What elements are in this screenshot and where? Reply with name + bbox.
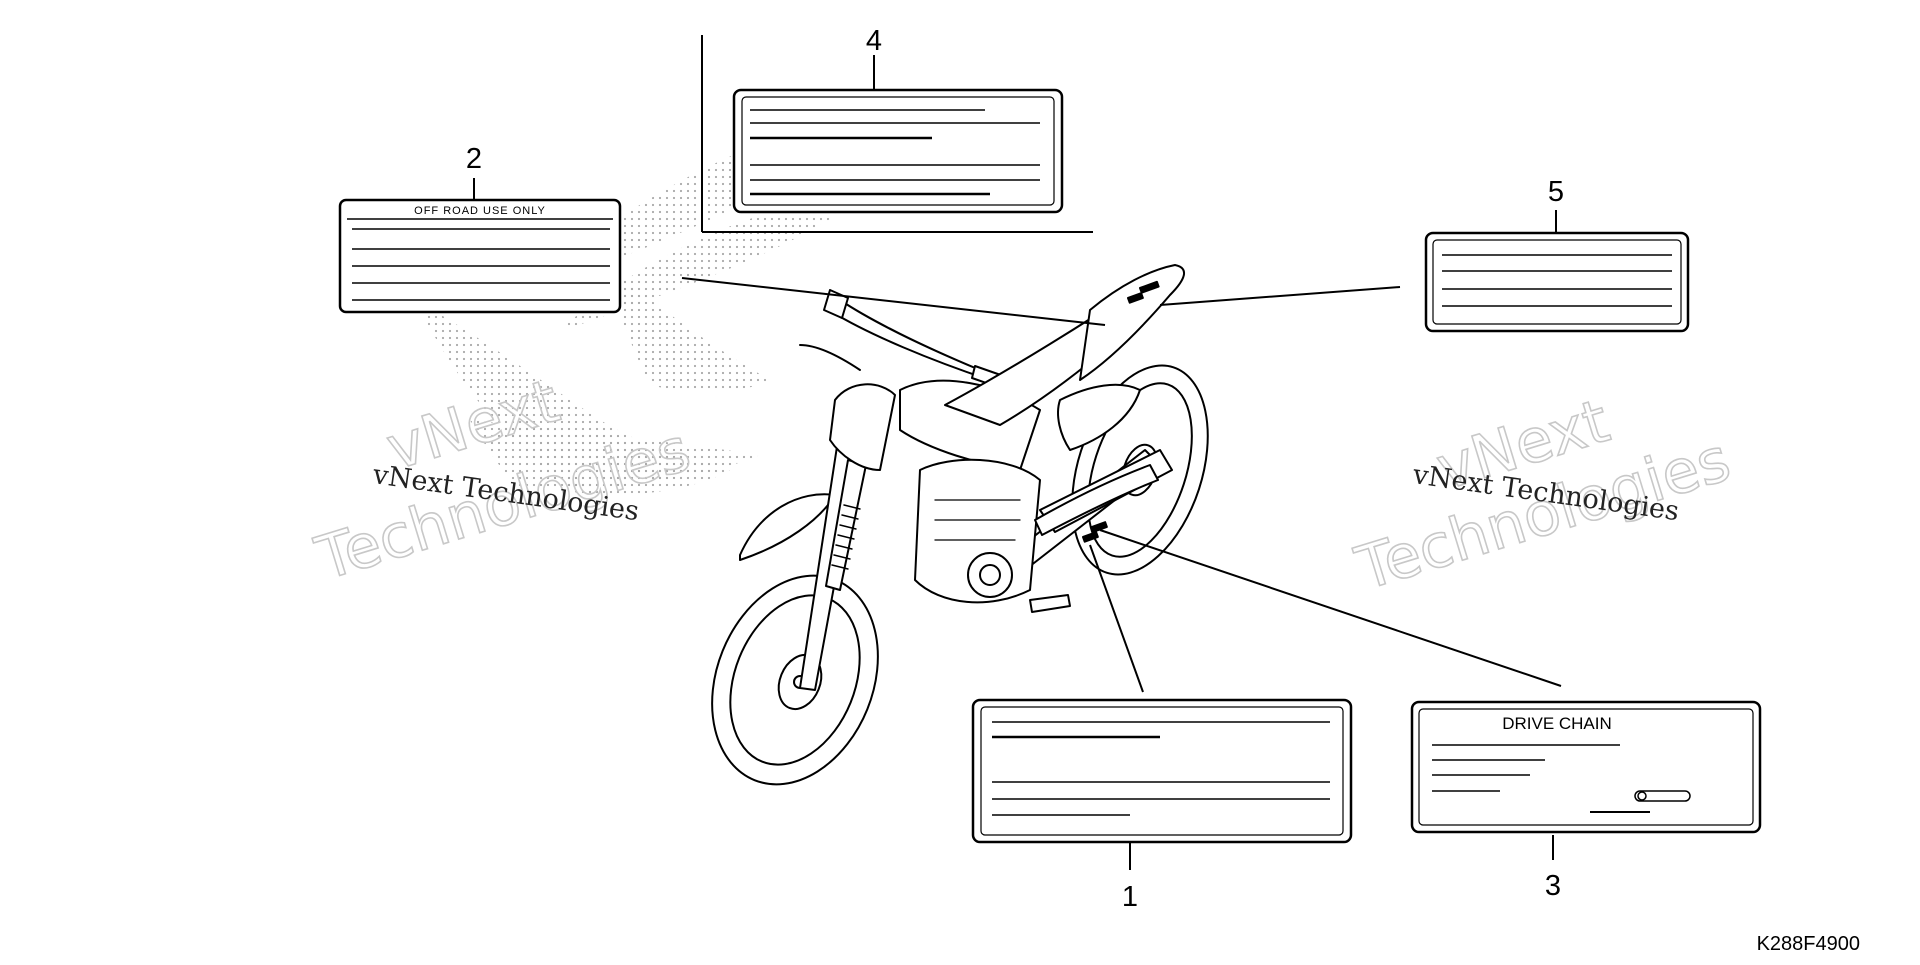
callout-numbers: 1 2 3 4 5 [466,25,1564,913]
motorcycle-illustration [711,264,1209,786]
callout-4: 4 [866,25,882,57]
front-wheel [711,574,879,786]
callout-1: 1 [1122,881,1138,913]
side-cover [1057,383,1141,451]
figure-code: K288F4900 [1757,933,1860,955]
footpeg [1029,594,1071,613]
label-1 [971,698,1353,844]
exhaust [1034,464,1159,536]
leader-lines [473,55,1562,870]
watermark-right: vNext Technologies vNext Technologies [1347,385,1739,605]
label-5 [1424,231,1690,333]
front-number-plate [829,383,896,471]
label-4 [732,88,1064,214]
label-2-off-road-use-only: OFF ROAD USE ONLY [338,198,622,314]
label-2-heading: OFF ROAD USE ONLY [414,205,546,217]
callout-3: 3 [1545,870,1561,902]
callout-2: 2 [466,143,482,175]
chain-adjuster-icon [1634,790,1691,802]
watermark-left: vNext Technologies vNext Technologies [307,365,699,595]
callout-5: 5 [1548,176,1564,208]
label-3-drive-chain: DRIVE CHAIN [1410,700,1762,834]
page-corner-bracket [701,35,1093,233]
label-3-heading: DRIVE CHAIN [1502,714,1612,733]
rear-fender [1079,264,1185,381]
